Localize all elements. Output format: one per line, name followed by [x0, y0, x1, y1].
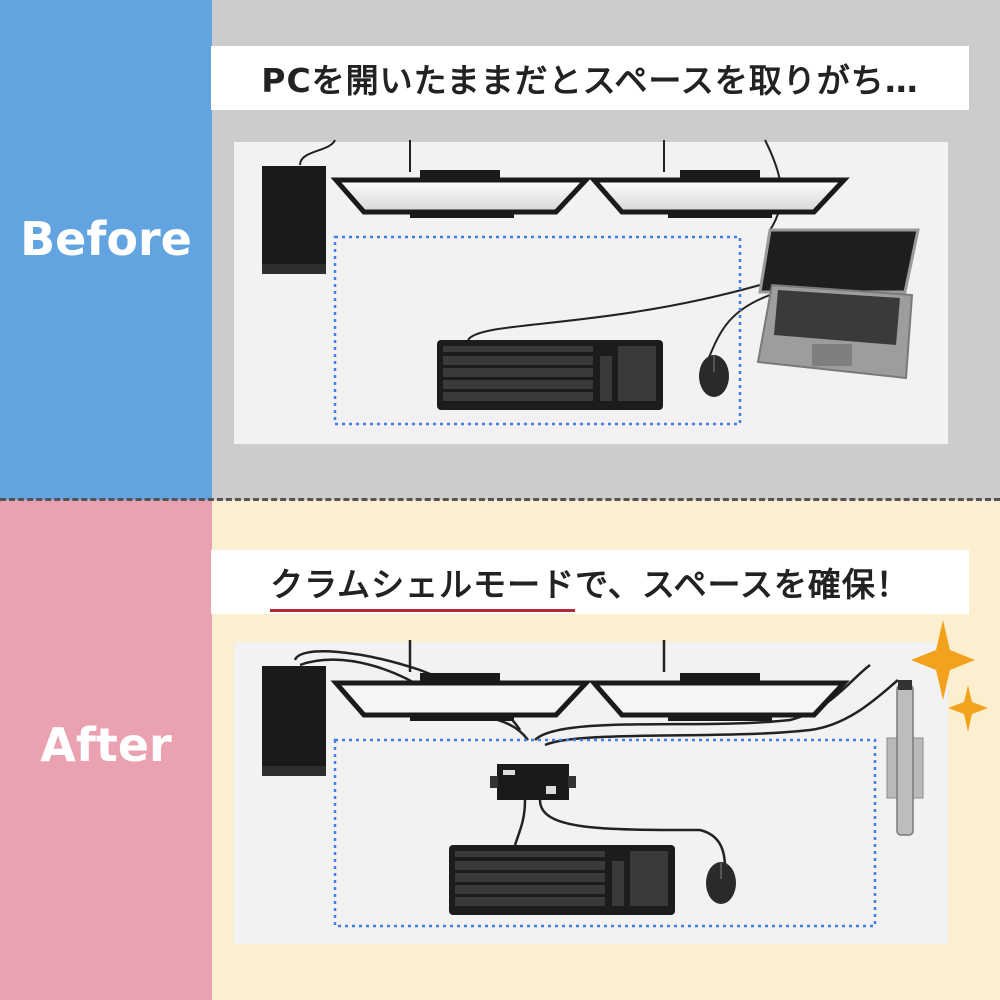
- keyboard-icon: [449, 845, 675, 915]
- before-caption-text: PCを開いたままだとスペースを取りがち…: [261, 61, 919, 100]
- after-scene: [234, 620, 988, 944]
- free-space-outline: [333, 235, 742, 426]
- after-caption-text: で、スペースを確保！: [575, 565, 910, 604]
- free-space-outline: [333, 738, 877, 928]
- monitor-icon: [330, 673, 592, 721]
- mouse-icon: [706, 862, 736, 904]
- before-band: Before: [0, 0, 212, 500]
- kvm-switch-icon: [490, 764, 576, 800]
- monitor-icon: [330, 170, 592, 218]
- section-divider: [0, 498, 1000, 501]
- after-caption: クラムシェルモードで、スペースを確保！: [211, 550, 969, 614]
- monitor-icon: [588, 170, 850, 218]
- after-band: After: [0, 500, 212, 1000]
- desktop-pc-icon: [262, 666, 326, 776]
- laptop-stand-icon: [886, 680, 924, 836]
- after-caption-highlight: クラムシェルモード: [270, 558, 576, 612]
- keyboard-icon: [437, 340, 663, 410]
- before-caption: PCを開いたままだとスペースを取りがち…: [211, 46, 969, 110]
- before-scene: [234, 139, 948, 444]
- sparkle-icon: [911, 620, 988, 732]
- before-label: Before: [20, 212, 192, 266]
- after-label: After: [40, 718, 172, 772]
- monitor-icon: [588, 673, 850, 721]
- desktop-pc-icon: [262, 166, 326, 274]
- laptop-icon: [756, 228, 920, 380]
- mouse-icon: [699, 355, 729, 397]
